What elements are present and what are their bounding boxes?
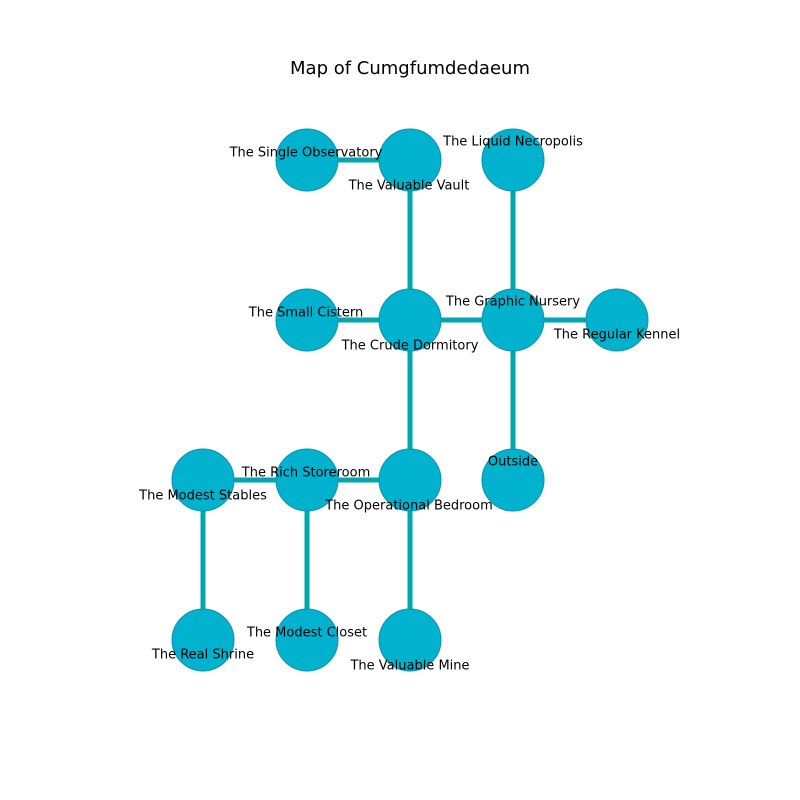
- room-label-small-cistern: The Small Cistern: [248, 306, 363, 321]
- room-label-valuable-vault: The Valuable Vault: [348, 179, 470, 194]
- room-label-outside: Outside: [488, 455, 538, 470]
- room-node-regular-kennel: [585, 288, 649, 352]
- room-node-graphic-nursery: [481, 288, 545, 352]
- room-label-graphic-nursery: The Graphic Nursery: [445, 295, 581, 310]
- room-node-modest-closet: [275, 608, 339, 672]
- room-label-modest-closet: The Modest Closet: [246, 626, 367, 641]
- room-node-valuable-mine: [378, 608, 442, 672]
- room-label-single-observatory: The Single Observatory: [229, 146, 383, 161]
- room-label-valuable-mine: The Valuable Mine: [349, 659, 469, 674]
- room-node-liquid-necropolis: [481, 128, 545, 192]
- room-label-operational-bedroom: The Operational Bedroom: [324, 499, 493, 514]
- room-label-liquid-necropolis: The Liquid Necropolis: [442, 135, 583, 150]
- room-node-rich-storeroom: [275, 448, 339, 512]
- room-label-rich-storeroom: The Rich Storeroom: [241, 466, 370, 481]
- room-label-regular-kennel: The Regular Kennel: [553, 328, 680, 343]
- room-node-crude-dormitory: [378, 288, 442, 352]
- room-node-modest-stables: [171, 448, 235, 512]
- room-node-small-cistern: [275, 288, 339, 352]
- map-title: Map of Cumgfumdedaeum: [290, 58, 530, 79]
- edge-layer: [200, 157, 617, 640]
- room-label-real-shrine: The Real Shrine: [151, 648, 254, 663]
- room-node-valuable-vault: [378, 128, 442, 192]
- room-node-outside: [481, 448, 545, 512]
- room-node-operational-bedroom: [378, 448, 442, 512]
- room-node-single-observatory: [275, 128, 339, 192]
- room-label-crude-dormitory: The Crude Dormitory: [341, 339, 479, 354]
- node-layer: [171, 128, 649, 672]
- room-node-real-shrine: [171, 608, 235, 672]
- room-label-modest-stables: The Modest Stables: [138, 489, 267, 504]
